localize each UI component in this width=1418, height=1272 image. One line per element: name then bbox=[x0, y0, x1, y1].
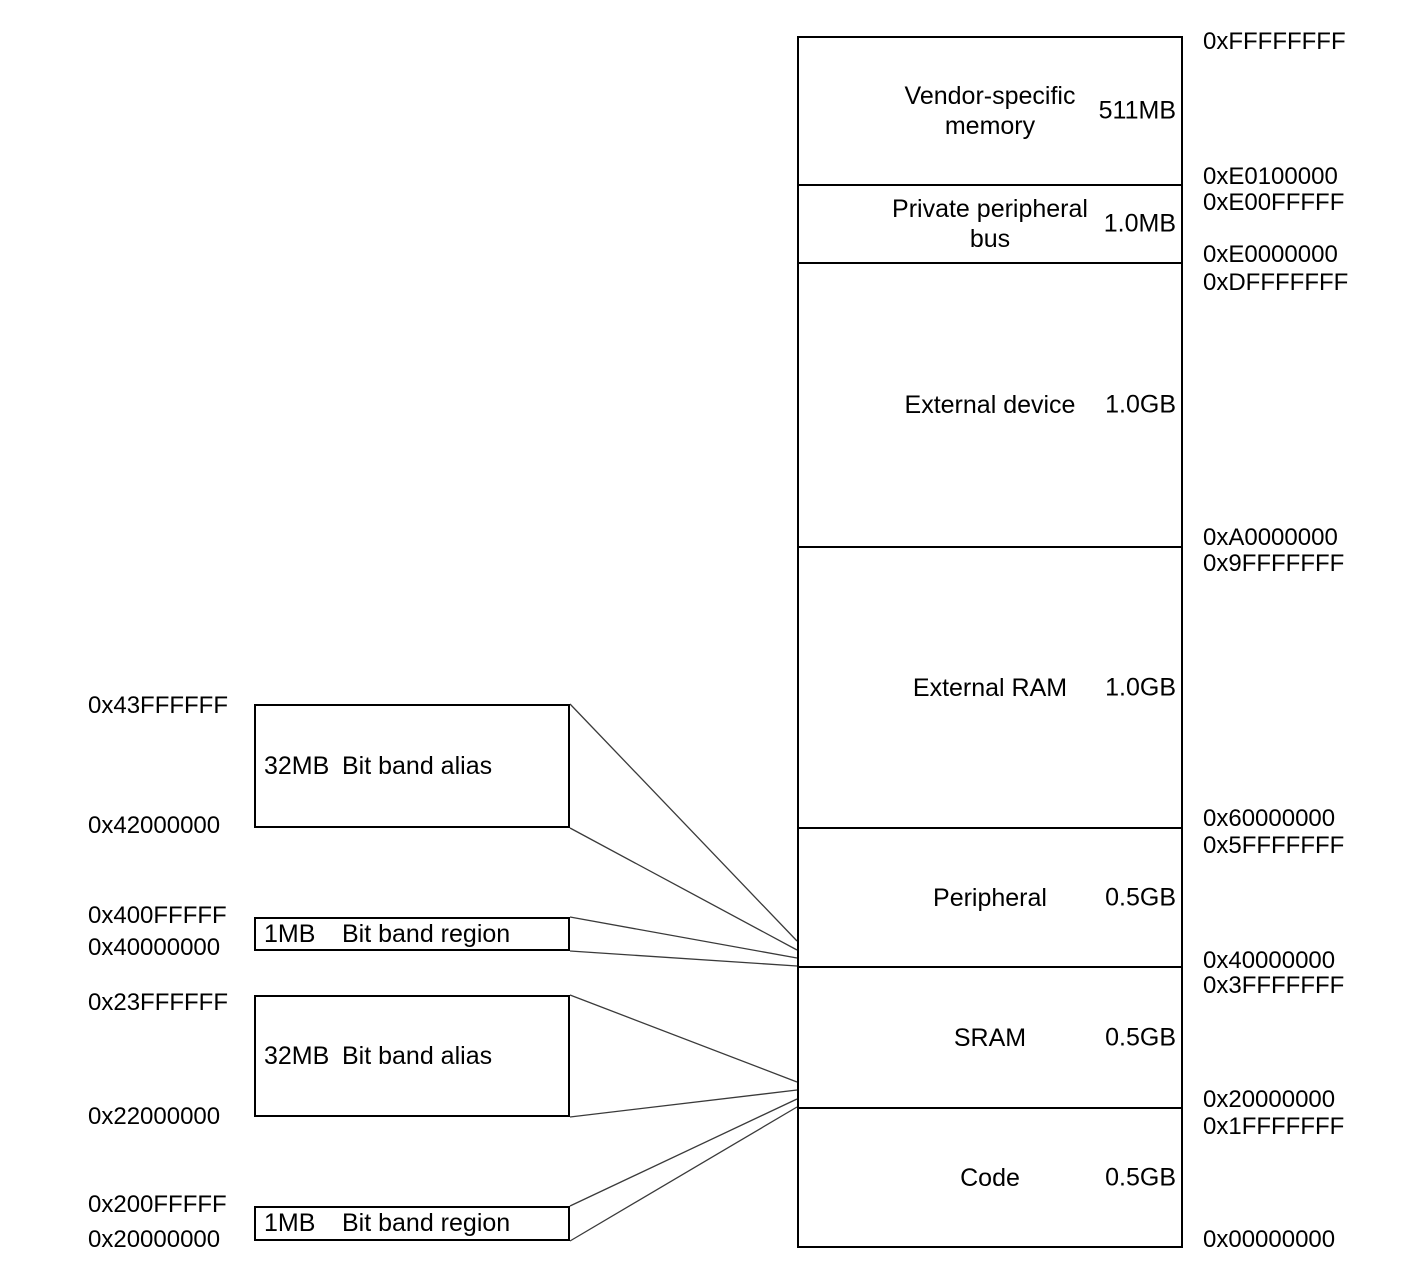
memory-region-external-ram: External RAM 1.0GB bbox=[799, 546, 1181, 827]
region-name: External device bbox=[799, 264, 1181, 546]
address-label: 0xDFFFFFFF bbox=[1203, 269, 1349, 296]
address-label: 0x3FFFFFFF bbox=[1203, 972, 1345, 999]
memory-region-external-device: External device 1.0GB bbox=[799, 262, 1181, 546]
address-label: 0x40000000 bbox=[1203, 947, 1336, 974]
region-name-line: SRAM bbox=[953, 1023, 1027, 1052]
bit-band-size: 1MB bbox=[264, 1209, 316, 1237]
region-size: 1.0MB bbox=[1103, 209, 1176, 238]
address-label: 0x00000000 bbox=[1203, 1226, 1336, 1253]
bit-band-size: 32MB bbox=[264, 1041, 330, 1070]
address-label: 0x43FFFFFF bbox=[88, 692, 229, 719]
address-label: 0x400FFFFF bbox=[88, 902, 227, 929]
address-label: 0x9FFFFFFF bbox=[1203, 550, 1345, 577]
region-name: External RAM bbox=[799, 548, 1181, 827]
region-name-line: Code bbox=[960, 1163, 1020, 1192]
address-label: 0x1FFFFFFF bbox=[1203, 1113, 1345, 1140]
region-name-line: External RAM bbox=[912, 673, 1068, 702]
region-size: 511MB bbox=[1098, 96, 1176, 125]
connector-line bbox=[569, 703, 798, 942]
connector-line bbox=[569, 916, 798, 959]
address-label: 0x5FFFFFFF bbox=[1203, 832, 1345, 859]
region-size: 0.5GB bbox=[1105, 1163, 1176, 1191]
address-label: 0x20000000 bbox=[1203, 1086, 1336, 1113]
address-label: 0xFFFFFFFF bbox=[1203, 28, 1346, 55]
region-name: Peripheral bbox=[799, 829, 1181, 966]
address-label: 0x20000000 bbox=[88, 1226, 221, 1253]
address-label: 0xA0000000 bbox=[1203, 524, 1338, 551]
address-label: 0xE0000000 bbox=[1203, 241, 1338, 268]
bit-band-label: Bit band alias bbox=[342, 1041, 493, 1070]
address-label: 0x23FFFFFF bbox=[88, 989, 229, 1016]
bit-band-region-box-peripheral: 1MB Bit band region bbox=[254, 917, 570, 951]
address-label: 0x40000000 bbox=[88, 934, 221, 961]
address-label: 0xE0100000 bbox=[1203, 163, 1338, 190]
address-label: 0xE00FFFFF bbox=[1203, 189, 1345, 216]
memory-region-private-peripheral-bus: Private peripheral bus 1.0MB bbox=[799, 184, 1181, 262]
region-name-line: Private peripheral bbox=[892, 195, 1088, 223]
region-name-line: Peripheral bbox=[933, 883, 1047, 912]
region-name-line: memory bbox=[944, 112, 1036, 140]
memory-region-code: Code 0.5GB bbox=[799, 1107, 1181, 1246]
address-label: 0x60000000 bbox=[1203, 805, 1336, 832]
bit-band-label: Bit band alias bbox=[342, 751, 493, 780]
connector-line bbox=[569, 1106, 798, 1242]
region-name-line: External device bbox=[904, 391, 1076, 419]
memory-region-sram: SRAM 0.5GB bbox=[799, 966, 1181, 1107]
bit-band-alias-box-sram: 32MB Bit band alias bbox=[254, 995, 570, 1117]
region-name: SRAM bbox=[799, 968, 1181, 1107]
address-label: 0x42000000 bbox=[88, 812, 221, 839]
bit-band-label: Bit band region bbox=[342, 919, 511, 948]
region-size: 1.0GB bbox=[1105, 390, 1176, 419]
region-name: Vendor-specific memory bbox=[799, 38, 1181, 184]
connector-line bbox=[569, 827, 798, 951]
connector-line bbox=[569, 994, 798, 1083]
connector-line bbox=[569, 1098, 798, 1207]
memory-region-vendor-specific: Vendor-specific memory 511MB bbox=[799, 38, 1181, 184]
region-name-line: Vendor-specific bbox=[904, 82, 1076, 110]
memory-region-peripheral: Peripheral 0.5GB bbox=[799, 827, 1181, 966]
region-size: 1.0GB bbox=[1105, 673, 1176, 701]
bit-band-size: 1MB bbox=[264, 919, 316, 948]
memory-map-column: Vendor-specific memory 511MB Private per… bbox=[797, 36, 1183, 1248]
region-name: Private peripheral bus bbox=[799, 186, 1181, 262]
bit-band-alias-box-peripheral: 32MB Bit band alias bbox=[254, 704, 570, 828]
region-name: Code bbox=[799, 1109, 1181, 1246]
region-name-line: bus bbox=[969, 225, 1011, 253]
address-label: 0x200FFFFF bbox=[88, 1191, 227, 1218]
address-label: 0x22000000 bbox=[88, 1103, 221, 1130]
connector-line bbox=[569, 950, 798, 967]
bit-band-size: 32MB bbox=[264, 751, 330, 780]
connector-line bbox=[569, 1089, 798, 1118]
region-size: 0.5GB bbox=[1105, 883, 1176, 911]
bit-band-label: Bit band region bbox=[342, 1209, 511, 1237]
region-size: 0.5GB bbox=[1105, 1023, 1176, 1051]
bit-band-region-box-sram: 1MB Bit band region bbox=[254, 1206, 570, 1241]
